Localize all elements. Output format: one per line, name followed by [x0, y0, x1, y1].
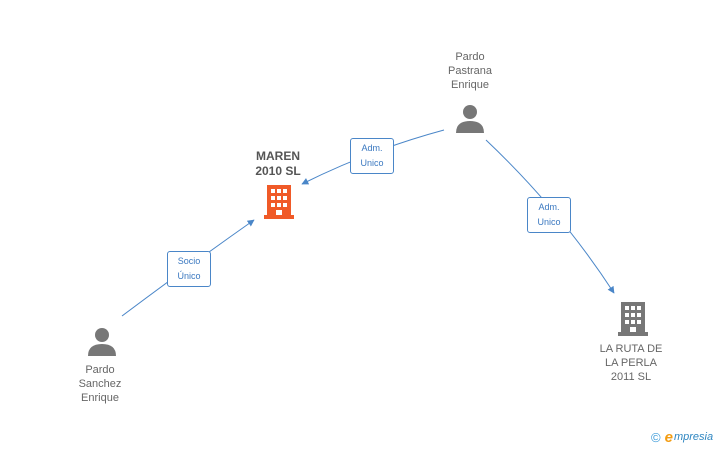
- person-icon[interactable]: [455, 103, 485, 133]
- node-label-pardo-pastrana[interactable]: Pardo Pastrana Enrique: [447, 51, 493, 91]
- copyright-symbol: ©: [651, 429, 661, 445]
- node-label-maren[interactable]: MAREN 2010 SL: [255, 149, 301, 178]
- edge-label-sanchez-maren: Socio Único: [167, 251, 211, 287]
- building-icon[interactable]: [618, 302, 648, 336]
- edge-label-pastrana-ruta: Adm. Unico: [527, 197, 571, 233]
- edge-label-pastrana-maren: Adm. Unico: [350, 138, 394, 174]
- node-label-pardo-sanchez[interactable]: Pardo Sanchez Enrique: [78, 364, 122, 404]
- brand-logo-initial: e: [664, 428, 673, 446]
- footer-brand: © e mpresia: [651, 428, 713, 446]
- brand-logo-text: mpresia: [673, 431, 714, 443]
- person-icon[interactable]: [87, 326, 117, 356]
- node-label-la-ruta[interactable]: LA RUTA DE LA PERLA 2011 SL: [599, 343, 663, 383]
- building-icon[interactable]: [264, 185, 294, 219]
